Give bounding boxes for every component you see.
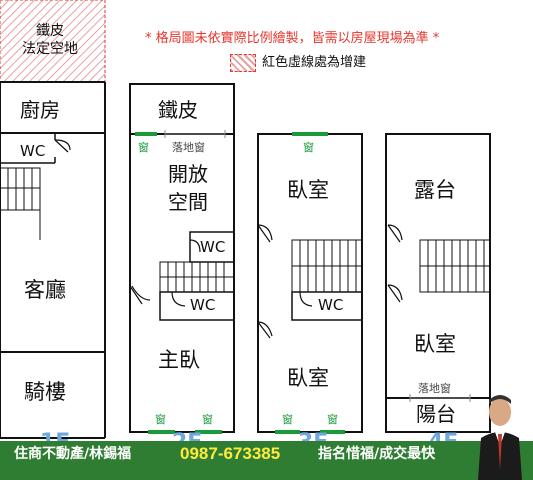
legal-open-space-label: 法定空地 [22,41,78,57]
balcony-label: 陽台 [416,402,456,426]
wc-2f-lower-label: WC [190,296,216,314]
window-3f-bottom-right: 窗 [327,413,338,426]
agent-phone: 0987-673385 [180,444,281,463]
french-window-2f-label: 落地窗 [172,141,205,154]
wc-2f-upper-label: WC [200,238,226,256]
master-bedroom-label: 主臥 [158,348,200,372]
agent-name-text: 住商不動產/林錫福 [14,446,132,462]
agent-banner [0,441,533,480]
iron-sheet-label: 鐵皮 [36,23,64,39]
floor-1f-plan [0,0,106,439]
french-window-4f-label: 落地窗 [418,382,451,395]
extension-area-hatch [0,0,106,83]
window-2f-label: 窗 [138,141,149,154]
window-3f-bottom-left: 窗 [282,413,293,426]
bedroom-4f-label: 臥室 [414,332,456,356]
terrace-label: 露台 [414,178,456,202]
wc-1f-label: WC [20,142,46,160]
bedroom-3f-lower-label: 臥室 [287,366,329,390]
kitchen-label: 廚房 [20,98,60,122]
living-room-label: 客廳 [24,278,66,302]
legend-label: 紅色虛線處為增建 [262,55,367,70]
iron-sheet-2f-label: 鐵皮 [158,98,198,122]
arcade-label: 騎樓 [24,380,66,404]
open-space-line1: 開放 [168,162,208,186]
floor-4f-plan [385,133,491,433]
floor-2f-plan [129,83,235,434]
floor-3f-plan [257,132,363,434]
bedroom-3f-upper-label: 臥室 [287,178,329,202]
legend-hatch-swatch [230,54,256,72]
window-3f-top: 窗 [303,141,314,154]
window-2f-bottom-left: 窗 [155,413,166,426]
open-space-line2: 空間 [168,190,208,214]
slogan-text: 指名惜福/成交最快 [318,446,436,462]
disclaimer-note: * 格局圖未依實際比例繪製，皆需以房屋現場為準 * [145,31,440,46]
wc-3f-label: WC [318,296,344,314]
window-2f-bottom-right: 窗 [202,413,213,426]
